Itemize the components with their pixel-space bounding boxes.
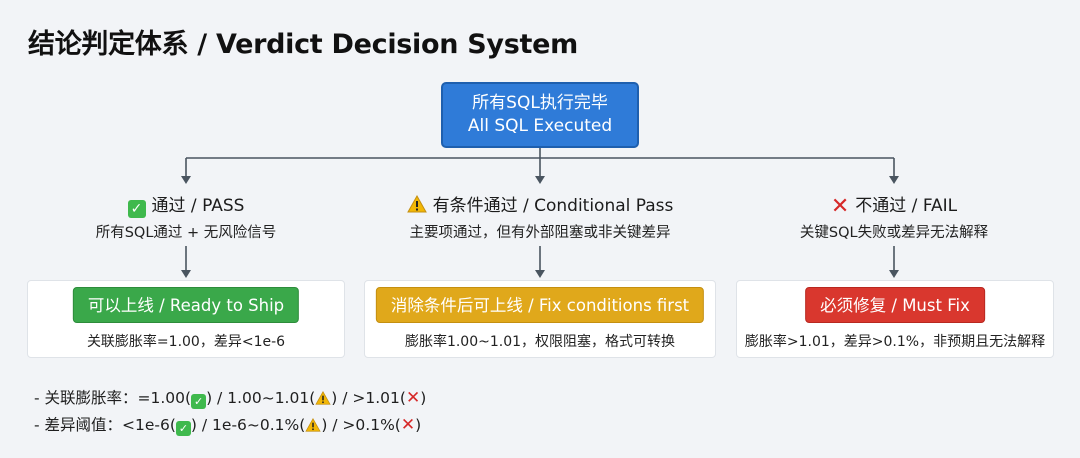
branch-pass-desc: 所有SQL通过 + 无风险信号 [95, 225, 277, 241]
result-card-conditional: 消除条件后可上线 / Fix conditions first 膨胀率1.00~… [364, 280, 716, 358]
result-card-fail: 必须修复 / Must Fix 膨胀率>1.01，差异>0.1%，非预期且无法解… [736, 280, 1054, 358]
branch-fail-title: 不通过 / FAIL [855, 196, 958, 216]
legend-diff-mid2: ) / >0.1%( [321, 416, 401, 434]
legend-diff-suffix: ) [415, 416, 422, 434]
fail-criteria-note: 膨胀率>1.01，差异>0.1%，非预期且无法解释 [744, 334, 1046, 350]
legend-inflation-prefix: - 关联膨胀率：=1.00( [34, 389, 192, 407]
cross-icon: ✕ [830, 194, 850, 219]
pass-criteria-note: 关联膨胀率=1.00，差异<1e-6 [86, 334, 286, 350]
branch-conditional-heading: 有条件通过 / Conditional Pass [380, 191, 700, 216]
check-box-icon: ✓ [191, 394, 207, 409]
branch-fail-heading: ✕不通过 / FAIL [734, 191, 1054, 219]
root-node-all-sql-executed: 所有SQL执行完毕 All SQL Executed [441, 82, 639, 148]
conditional-criteria-note: 膨胀率1.00~1.01，权限阻塞，格式可转换 [404, 334, 676, 350]
legend-inflation-mid1: ) / 1.00~1.01( [206, 389, 316, 407]
check-box-icon: ✓ [175, 421, 191, 436]
diagram-title: 结论判定体系 / Verdict Decision System [28, 29, 578, 60]
check-box-icon: ✓ [127, 200, 146, 218]
legend-inflation-rate: - 关联膨胀率：=1.00(✓) / 1.00~1.01( ) / >1.01(✕… [34, 386, 426, 409]
ready-to-ship-badge: 可以上线 / Ready to Ship [72, 287, 300, 323]
cross-icon: ✕ [400, 415, 416, 435]
legend-inflation-mid2: ) / >1.01( [331, 389, 406, 407]
result-card-pass: 可以上线 / Ready to Ship 关联膨胀率=1.00，差异<1e-6 [27, 280, 345, 358]
legend-diff-threshold: - 差异阈值：<1e-6(✓) / 1e-6~0.1%( ) / >0.1%(✕) [34, 413, 421, 436]
legend-diff-mid1: ) / 1e-6~0.1%( [190, 416, 306, 434]
warning-icon [406, 194, 427, 213]
cross-icon: ✕ [405, 388, 421, 408]
legend-diff-prefix: - 差异阈值：<1e-6( [34, 416, 176, 434]
warning-icon [305, 417, 321, 432]
branch-fail-desc: 关键SQL失败或差异无法解释 [799, 225, 989, 241]
root-label-en: All SQL Executed [467, 116, 613, 136]
must-fix-badge: 必须修复 / Must Fix [805, 287, 985, 323]
branch-conditional-title: 有条件通过 / Conditional Pass [432, 196, 674, 216]
fix-conditions-badge: 消除条件后可上线 / Fix conditions first [375, 287, 705, 323]
branch-pass-heading: ✓ 通过 / PASS [26, 191, 346, 218]
warning-icon [315, 390, 331, 405]
branch-pass-title: 通过 / PASS [151, 196, 245, 216]
legend-inflation-suffix: ) [420, 389, 427, 407]
root-label-zh: 所有SQL执行完毕 [472, 93, 608, 114]
branch-conditional-desc: 主要项通过，但有外部阻塞或非关键差异 [409, 225, 671, 241]
